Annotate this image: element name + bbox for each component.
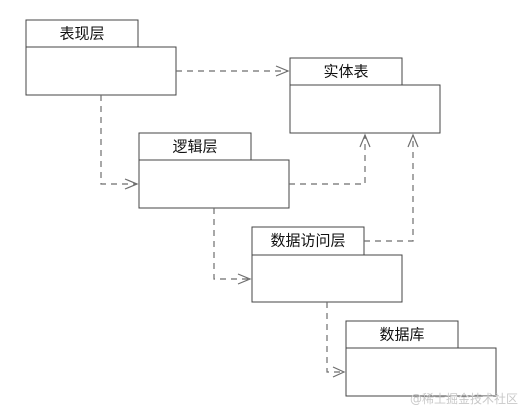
dependency-line [100,95,137,185]
package-data-access: 数据访问层 [251,226,403,303]
dependency-data-access-to-database [326,302,346,378]
dependency-logic-to-entity [289,133,371,185]
dependency-logic-to-data-access [213,208,252,285]
dependency-line [213,208,250,280]
package-entity: 实体表 [289,57,441,134]
package-body [289,84,441,134]
package-body [138,159,290,209]
package-presentation: 表现层 [25,19,177,96]
dependency-line [326,302,344,373]
dependency-line [364,135,414,242]
package-body [251,254,403,303]
dependency-arrowhead [275,65,290,77]
package-body [345,347,497,397]
package-label-logic: 逻辑层 [172,138,217,156]
dependency-arrowhead [237,273,252,285]
dependency-data-access-to-entity [364,133,419,242]
package-logic: 逻辑层 [138,132,290,209]
dependency-arrowhead [124,178,139,190]
package-tab [25,19,139,48]
watermark: @稀土掘金技术社区 [409,392,518,406]
package-label-data-access: 数据访问层 [270,232,345,250]
package-tab [289,57,403,86]
dependency-presentation-to-entity [176,65,290,77]
package-label-database: 数据库 [379,326,424,344]
package-database: 数据库 [345,320,497,397]
package-label-entity: 实体表 [323,63,368,81]
dependency-line [289,135,366,185]
dependency-arrowhead [407,133,419,148]
package-label-presentation: 表现层 [59,25,104,43]
dependency-arrowhead [359,133,371,148]
dependency-presentation-to-logic [100,95,139,190]
dependency-arrowhead [332,366,346,378]
package-body [25,46,177,96]
